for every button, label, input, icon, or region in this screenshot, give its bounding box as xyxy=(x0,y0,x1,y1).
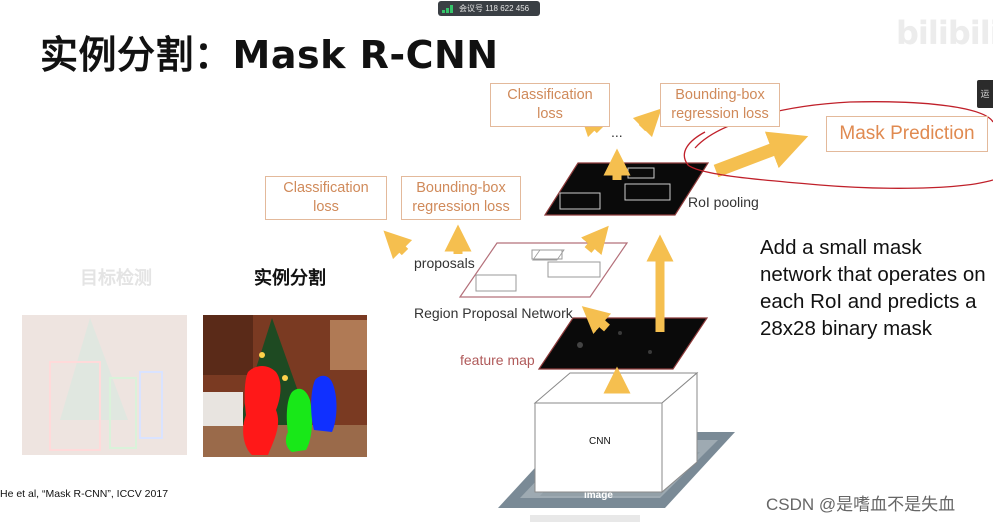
feature-map-slab xyxy=(537,317,709,370)
cnn-label: CNN xyxy=(589,436,611,447)
slide-title: 实例分割：Mask R-CNN xyxy=(40,33,499,77)
instance-segmentation-example-image xyxy=(203,315,367,457)
roi-pooling-label: RoI pooling xyxy=(688,194,759,210)
citation: He et al, “Mask R-CNN”, ICCV 2017 xyxy=(0,488,169,500)
description-text: Add a small mask network that operates o… xyxy=(760,236,986,340)
top-classification-loss-box: Classification loss xyxy=(490,83,610,127)
meeting-id-text: 会议号 118 622 456 xyxy=(459,4,530,13)
top-bbox-regression-loss-box: Bounding-box regression loss xyxy=(660,83,780,127)
meeting-id-pill[interactable]: 会议号 118 622 456 xyxy=(438,1,540,16)
mask-prediction-box: Mask Prediction xyxy=(826,116,988,152)
bilibili-logo: bilibili xyxy=(896,14,993,52)
proposals-label: proposals xyxy=(414,255,475,271)
bottom-strip xyxy=(530,515,640,522)
left-bbox-regression-loss-box: Bounding-box regression loss xyxy=(401,176,521,220)
rpn-label: Region Proposal Network xyxy=(414,305,573,321)
image-label: image xyxy=(584,490,613,501)
proposals-slab xyxy=(458,242,629,298)
side-panel-handle[interactable]: 运 xyxy=(977,80,993,108)
ellipsis-label: ... xyxy=(611,124,623,140)
object-detection-label: 目标检测 xyxy=(80,268,152,289)
instance-segmentation-label: 实例分割 xyxy=(254,268,326,289)
detection-example-image xyxy=(22,315,187,455)
cnn-box xyxy=(533,371,699,494)
left-classification-loss-box: Classification loss xyxy=(265,176,387,220)
signal-icon xyxy=(442,4,456,13)
feature-map-label: feature map xyxy=(460,352,535,368)
csdn-watermark: CSDN @是嗜血不是失血 xyxy=(766,495,956,514)
roi-slab xyxy=(543,162,710,216)
